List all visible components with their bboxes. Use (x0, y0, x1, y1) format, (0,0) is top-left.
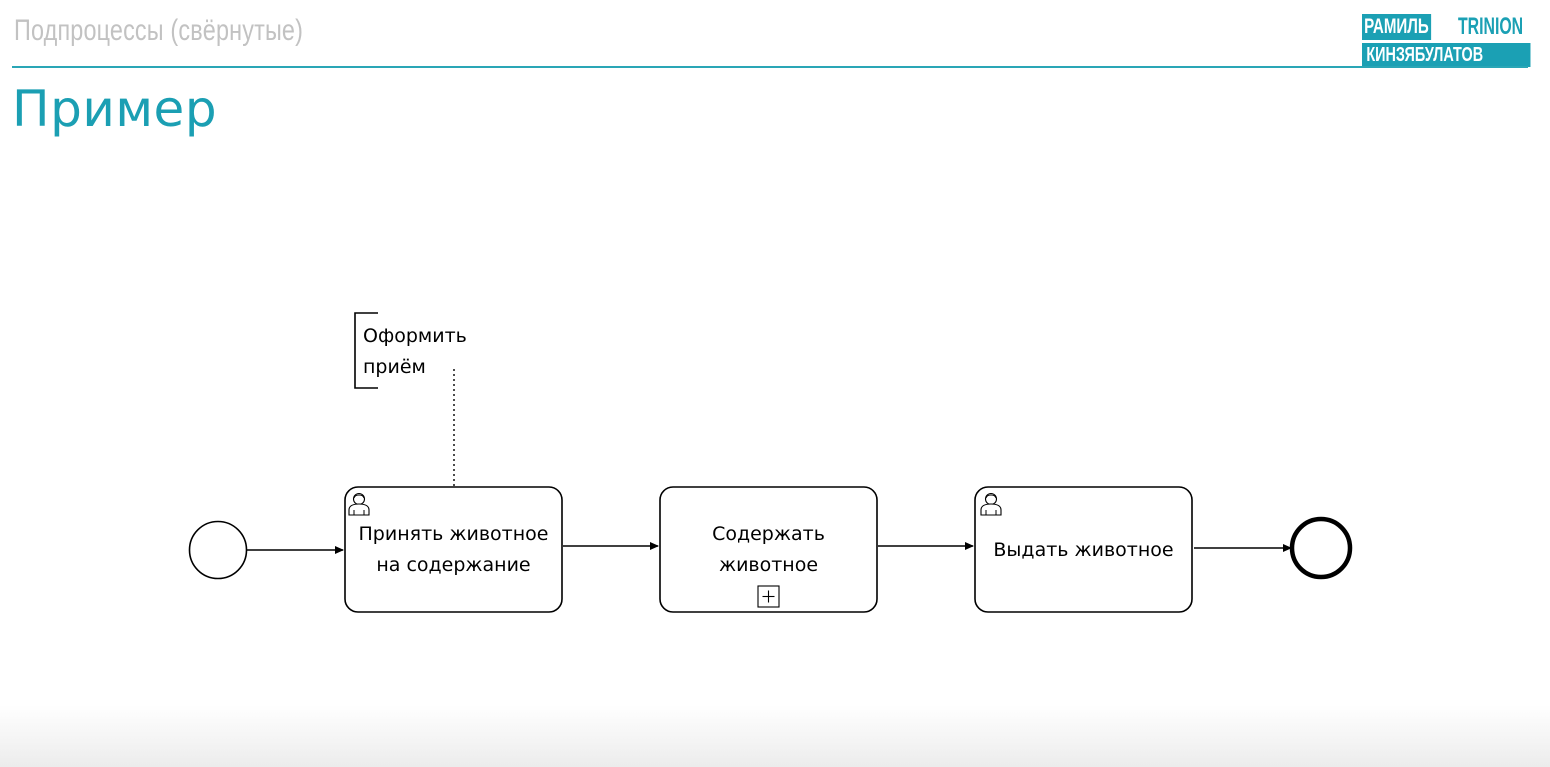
page-title: Пример (12, 80, 218, 138)
user-icon (348, 492, 370, 516)
subprocess-box-keep-animal[interactable] (659, 486, 878, 613)
task-box-release-animal[interactable] (974, 486, 1193, 613)
task-label-line-1: Выдать животное (993, 539, 1174, 561)
task-label-line-1: Принять животное (358, 523, 549, 545)
brand-logo: РАМИЛЬ TRINION КИНЗЯБУЛАТОВ (1362, 14, 1531, 68)
bottom-shadow (0, 705, 1550, 767)
task-label-receive-animal: Принять животное на содержание (345, 519, 562, 581)
logo-brand-text: TRINION (1458, 13, 1524, 40)
user-icon (980, 492, 1002, 516)
logo-row-bottom: КИНЗЯБУЛАТОВ (1362, 43, 1550, 67)
start-event[interactable] (188, 520, 248, 580)
plus-marker-icon[interactable] (757, 585, 780, 608)
header-divider (12, 66, 1528, 68)
annotation-line-1: Оформить (363, 325, 467, 347)
task-label-line-2: на содержание (376, 554, 531, 576)
end-event[interactable] (1289, 516, 1353, 580)
annotation-line-2: приём (363, 356, 426, 378)
logo-row-top: РАМИЛЬ TRINION (1362, 14, 1523, 40)
logo-name-box: РАМИЛЬ (1362, 14, 1431, 40)
task-label-release-animal: Выдать животное (975, 535, 1192, 566)
task-box-receive-animal[interactable] (344, 486, 563, 613)
logo-surname-box: КИНЗЯБУЛАТОВ (1362, 43, 1531, 67)
text-annotation: Оформить приём (363, 321, 467, 383)
subprocess-label-keep-animal: Содержать животное (660, 519, 877, 581)
text-annotation-bracket (354, 312, 378, 389)
subprocess-label-line-2: животное (718, 554, 819, 576)
subprocess-label-line-1: Содержать (712, 523, 825, 545)
section-title: Подпроцессы (свёрнутые) (14, 14, 304, 47)
